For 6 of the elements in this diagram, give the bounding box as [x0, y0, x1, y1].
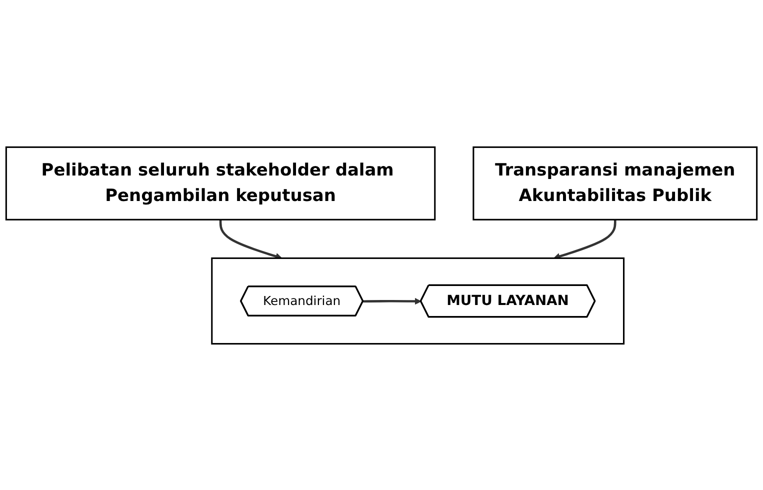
- arrow: [363, 297, 422, 304]
- node-box: Pelibatan seluruh stakeholder dalam Pengambilan keputusan: [5, 146, 436, 220]
- node-box: Transparansi manajemen Akuntabilitas Publik: [472, 146, 758, 220]
- arrow: [219, 219, 282, 260]
- arrow: [554, 219, 616, 260]
- cluster: [211, 256, 625, 344]
